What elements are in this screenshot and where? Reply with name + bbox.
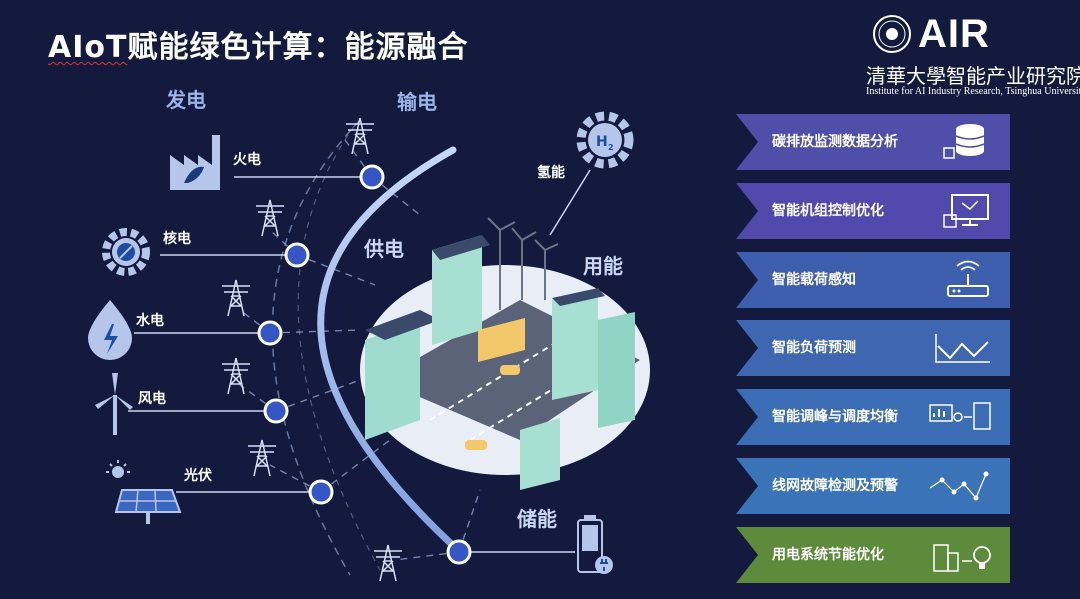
hydrogen-label: 氢能 xyxy=(537,165,565,181)
node-solar xyxy=(308,479,334,505)
node-wind xyxy=(263,398,289,424)
panel-background xyxy=(736,527,1010,583)
database-icon xyxy=(943,124,985,159)
tower-icon xyxy=(256,199,284,237)
function-panel-carbon-monitoring: 碳排放监测数据分析 xyxy=(736,114,1010,170)
air-brand: AIR xyxy=(918,12,990,56)
panel-background xyxy=(736,114,1010,170)
title-aiot: AIoT xyxy=(48,30,128,65)
air-logo: AIR 清華大學智能产业研究院 Institute for AI Industr… xyxy=(866,10,1080,100)
function-label: 智能负荷预测 xyxy=(772,340,856,356)
function-panel-fault-detection: 线网故障检测及预警 xyxy=(736,458,1010,514)
node-hydro xyxy=(257,320,283,346)
function-panel-unit-control: 智能机组控制优化 xyxy=(736,183,1010,239)
tower-icon xyxy=(222,357,250,395)
function-label: 智能机组控制优化 xyxy=(772,203,884,219)
institute-chinese-name: 清華大學智能产业研究院 xyxy=(866,64,1080,88)
function-label: 智能载荷感知 xyxy=(772,272,856,288)
stage-generation-label: 发电 xyxy=(166,88,206,112)
stage-supply-label: 供电 xyxy=(364,237,404,261)
tower-icon xyxy=(374,544,402,582)
function-panel-load-forecast: 智能负荷预测 xyxy=(736,320,1010,376)
arc-nodes xyxy=(257,164,472,565)
dispatch-icon xyxy=(929,402,991,430)
source-nuclear-label: 核电 xyxy=(163,231,191,247)
source-wind-label: 风电 xyxy=(138,391,166,407)
function-panel-peak-dispatch: 智能调峰与调度均衡 xyxy=(736,389,1010,445)
tower-icon xyxy=(248,439,276,477)
wind-turbine-icon xyxy=(95,373,133,435)
monitor-control-icon xyxy=(943,194,989,228)
source-solar-label: 光伏 xyxy=(184,468,212,484)
dashed-arc-outer xyxy=(271,119,361,576)
institute-english-name: Institute for AI Industry Research, Tsin… xyxy=(866,86,1080,97)
building-bulb-icon xyxy=(933,544,991,572)
source-lines xyxy=(128,169,591,553)
source-hydro-label: 水电 xyxy=(136,313,164,329)
function-label: 智能调峰与调度均衡 xyxy=(772,409,898,425)
svg-text:H: H xyxy=(596,134,608,150)
stage-storage-label: 储能 xyxy=(517,507,557,531)
function-label: 碳排放监测数据分析 xyxy=(772,134,898,150)
panel-background xyxy=(736,183,1010,239)
solar-panel-icon xyxy=(106,460,182,524)
tower-icon xyxy=(346,117,374,155)
trend-chart-icon xyxy=(935,334,990,363)
stage-consumption-label: 用能 xyxy=(583,254,623,278)
title-main: 赋能绿色计算：能源融合 xyxy=(127,30,469,65)
svg-text:2: 2 xyxy=(608,143,614,152)
tower-icon xyxy=(222,279,250,317)
water-drop-icon xyxy=(88,300,132,360)
network-graph-icon xyxy=(929,471,989,501)
node-nuclear xyxy=(284,242,310,268)
nuclear-gear-icon xyxy=(102,228,150,276)
function-label: 线网故障检测及预警 xyxy=(772,478,898,494)
transmission-towers xyxy=(222,117,402,582)
battery-icon xyxy=(577,515,613,574)
panel-background xyxy=(736,458,1010,514)
node-thermal xyxy=(359,164,385,190)
smart-city-illustration xyxy=(360,217,650,490)
function-panel-energy-saving: 用电系统节能优化 xyxy=(736,527,1010,583)
page-title: AIoT赋能绿色计算：能源融合 xyxy=(48,22,468,66)
function-panel-load-sensing: 智能载荷感知 xyxy=(736,252,1010,308)
panel-background xyxy=(736,389,1010,445)
tsinghua-seal-icon xyxy=(873,15,911,53)
stage-transmission-label: 输电 xyxy=(397,90,437,114)
dashed-spokes xyxy=(239,139,481,561)
hydrogen-gear-icon: H 2 xyxy=(576,111,634,169)
wireless-router-icon xyxy=(947,260,989,297)
source-thermal-label: 火电 xyxy=(233,152,261,168)
node-storage xyxy=(446,539,472,565)
panel-background xyxy=(736,252,1010,308)
supply-arc xyxy=(317,146,464,556)
factory-icon xyxy=(170,135,220,190)
function-label: 用电系统节能优化 xyxy=(772,547,884,563)
